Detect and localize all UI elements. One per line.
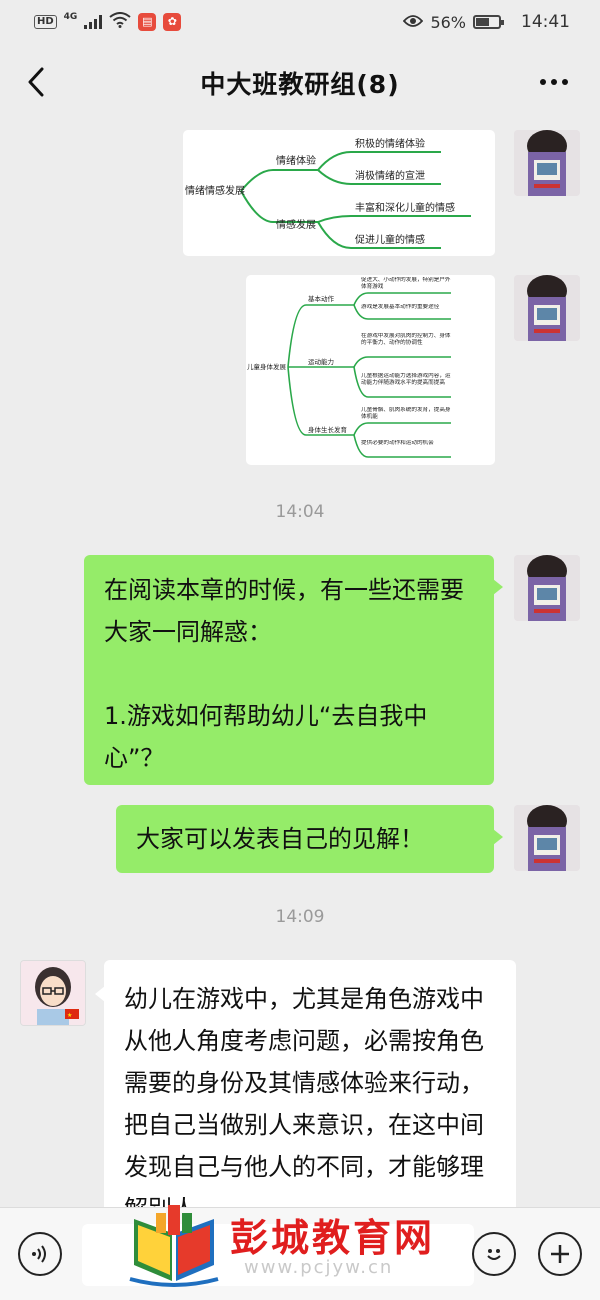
- mindmap-root: 儿童身体发展: [247, 362, 287, 371]
- status-bar: HD 4G ▤ ✿ 56% 14:41: [0, 0, 600, 44]
- received-message-bubble[interactable]: 幼儿在游戏中，尤其是角色游戏中从他人角度考虑问题，必需按角色需要的身份及其情感体…: [95, 960, 516, 1207]
- emoji-button[interactable]: [472, 1232, 516, 1276]
- emoji-icon: [487, 1249, 501, 1260]
- chevron-left-icon: [28, 67, 44, 97]
- my-avatar[interactable]: [514, 805, 580, 871]
- battery-icon: [473, 15, 504, 29]
- mindmap-root: 情绪情感发展: [185, 184, 245, 197]
- mindmap-leaf: 儿童根据运动能力选择游戏内容，运动能力伴随游戏水平的提高而提高: [361, 373, 451, 386]
- chat-title: 中大班教研组(8): [200, 70, 400, 99]
- voice-icon: [32, 1245, 46, 1263]
- mindmap-leaf: 丰富和深化儿童的情感: [355, 201, 455, 214]
- svg-text:★: ★: [67, 1012, 72, 1019]
- mindmap-branch: 情感发展: [276, 218, 316, 231]
- message-text: 大家可以发表自己的见解！: [136, 825, 424, 853]
- mindmap-branch: 身体生长发育: [308, 425, 348, 434]
- mindmap-branch: 情绪体验: [276, 154, 316, 167]
- back-button[interactable]: [18, 64, 54, 100]
- watermark-logo: [129, 1205, 219, 1287]
- mindmap-emotion: 情绪情感发展 情绪体验 情感发展 积极的情绪体验 消极情绪的宣泄 丰富和深化儿童…: [185, 137, 471, 249]
- title-bar: 中大班教研组(8): [0, 44, 600, 122]
- add-button[interactable]: [538, 1232, 582, 1276]
- battery-percent: 56%: [430, 12, 466, 32]
- network-type: 4G: [63, 12, 78, 22]
- book-app-icon: ▤: [138, 13, 157, 31]
- my-avatar[interactable]: [514, 130, 580, 196]
- mindmap-leaf: 积极的情绪体验: [355, 137, 425, 150]
- image-message-emotion-mindmap[interactable]: 情绪情感发展 情绪体验 情感发展 积极的情绪体验 消极情绪的宣泄 丰富和深化儿童…: [183, 130, 495, 256]
- status-right: 56% 14:41: [403, 12, 570, 32]
- signal-icon: [84, 15, 103, 29]
- message-text: 在阅读本章的时候，有一些还需要大家一同解惑： 1.游戏如何帮助幼儿“去自我中心”…: [104, 576, 464, 772]
- mindmap-branch: 运动能力: [308, 357, 334, 366]
- mindmap-leaf: 促进儿童的情感: [355, 233, 425, 246]
- wifi-icon: [109, 12, 131, 32]
- clock: 14:41: [521, 12, 570, 32]
- mindmap-leaf: 游戏是发展基本动作的重要途径: [361, 304, 440, 310]
- sent-message-bubble[interactable]: 大家可以发表自己的见解！: [116, 805, 503, 873]
- status-left: HD 4G ▤ ✿: [34, 12, 182, 32]
- mindmap-physical: 儿童身体发展 基本动作 运动能力 身体生长发育 促进大、小动作的发展，特别是户外…: [247, 277, 451, 458]
- contact-avatar[interactable]: ★: [20, 960, 86, 1026]
- mindmap-leaf: 儿童骨骼、肌肉系统的发育，提高身体机能: [361, 407, 451, 420]
- image-message-physical-mindmap[interactable]: 儿童身体发展 基本动作 运动能力 身体生长发育 促进大、小动作的发展，特别是户外…: [246, 275, 495, 465]
- watermark-title: 彭城教育网: [230, 1216, 436, 1260]
- mindmap-leaf: 消极情绪的宣泄: [355, 169, 425, 182]
- hd-indicator: HD: [34, 15, 57, 29]
- mindmap-branch: 基本动作: [308, 294, 335, 303]
- mindmap-leaf: 促进大、小动作的发展，特别是户外体育游戏: [361, 277, 451, 290]
- eye-icon: [403, 13, 424, 32]
- message-text: 幼儿在游戏中，尤其是角色游戏中从他人角度考虑问题，必需按角色需要的身份及其情感体…: [124, 985, 484, 1207]
- watermark-url: www.pcjyw.cn: [244, 1257, 394, 1278]
- more-dots-icon: [540, 79, 546, 85]
- my-avatar[interactable]: [514, 275, 580, 341]
- watermark: 彭城教育网 www.pcjyw.cn: [126, 1199, 466, 1289]
- gift-app-icon: ✿: [163, 13, 182, 31]
- more-button[interactable]: [534, 64, 574, 100]
- my-avatar[interactable]: [514, 555, 580, 621]
- sent-message-bubble[interactable]: 在阅读本章的时候，有一些还需要大家一同解惑： 1.游戏如何帮助幼儿“去自我中心”…: [84, 555, 503, 785]
- plus-icon: [551, 1245, 569, 1263]
- mindmap-leaf: 提供必要的动作和运动的机会: [361, 440, 434, 446]
- voice-button[interactable]: [18, 1232, 62, 1276]
- timestamp: 14:04: [275, 502, 325, 522]
- message-list[interactable]: 情绪情感发展 情绪体验 情感发展 积极的情绪体验 消极情绪的宣泄 丰富和深化儿童…: [0, 122, 600, 1207]
- timestamp: 14:09: [275, 907, 325, 927]
- mindmap-leaf: 在游戏中发展对肌肉的控制力、身体的平衡力、动作的协调性: [361, 333, 451, 346]
